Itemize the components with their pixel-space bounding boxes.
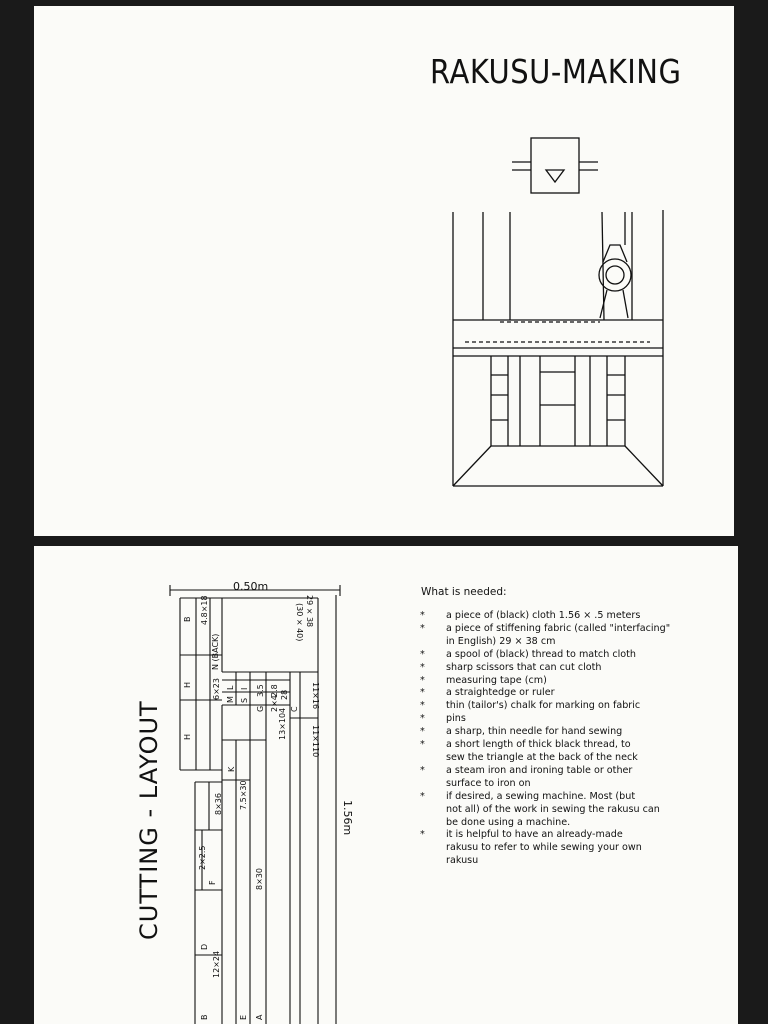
bullet-icon: *: [420, 739, 425, 751]
piece-n-back: N (BACK): [211, 634, 220, 670]
piece-misc: 8×30: [255, 868, 264, 890]
bullet-icon: *: [420, 829, 425, 841]
bullet-icon: *: [420, 661, 425, 673]
needs-list-line: a sharp, thin needle for hand sewing: [446, 726, 623, 738]
needs-list-line: thin (tailor's) chalk for marking on fab…: [446, 700, 641, 712]
needs-list-item: * a sharp, thin needle for hand sewing: [420, 726, 720, 739]
bullet-icon: *: [420, 610, 425, 621]
needs-list-line: a steam iron and ironing table or other: [446, 764, 633, 776]
needs-list-line: a straightedge or ruler: [446, 687, 555, 699]
needs-list-item: * sharp scissors that can cut cloth: [420, 662, 720, 675]
small-size-4: 28: [280, 690, 289, 700]
piece-j-size: 12×24: [212, 951, 221, 978]
vertical-size-3: 7.5×30: [239, 780, 248, 810]
width-label: 0.50m: [233, 580, 268, 593]
piece-k: K: [227, 766, 236, 772]
needs-list-line: a spool of (black) thread to match cloth: [446, 648, 636, 660]
piece-b-size: 4.8×18: [200, 595, 209, 625]
needs-list-line: sew the triangle at the back of the neck: [446, 751, 638, 763]
small-size-2: 2.8: [270, 684, 279, 697]
needs-list-line: rakusu to refer to while sewing your own: [446, 842, 642, 854]
needs-list-item: * a piece of stiffening fabric (called "i…: [420, 623, 720, 649]
needs-list-item: * a steam iron and ironing table or other…: [420, 765, 720, 791]
bullet-icon: *: [420, 713, 425, 725]
cutting-layout-diagram: [169, 585, 341, 1024]
piece-b-bottom: B: [200, 1015, 209, 1021]
small-letter-m: M: [226, 696, 235, 703]
piece-c: C: [290, 706, 299, 712]
needs-list-line: be done using a machine.: [446, 816, 571, 828]
needs-list-line: not all) of the work in sewing the rakus…: [446, 803, 660, 815]
needs-list-line: a piece of stiffening fabric (called "in…: [446, 622, 671, 634]
piece-f: F: [208, 880, 217, 885]
needs-list-item: * a spool of (black) thread to match clot…: [420, 649, 720, 662]
needs-list-line: rakusu: [446, 855, 479, 867]
ring-icon: [598, 258, 632, 292]
vertical-size-1: 11×110: [311, 725, 320, 757]
needs-heading: What is needed:: [421, 586, 507, 598]
needs-list-line: it is helpful to have an already-made: [446, 829, 623, 841]
piece-b-top: B: [183, 617, 192, 623]
needs-list-line: sharp scissors that can cut cloth: [446, 661, 602, 673]
piece-d: D: [200, 944, 209, 950]
needs-list-line: surface to iron on: [446, 777, 531, 789]
needs-list-line: if desired, a sewing machine. Most (but: [446, 790, 636, 802]
needs-list-item: * if desired, a sewing machine. Most (but…: [420, 791, 720, 830]
small-letter-i: I: [240, 688, 249, 690]
bullet-icon: *: [420, 700, 425, 712]
bullet-icon: *: [420, 674, 425, 686]
top-page: [34, 6, 734, 536]
bullet-icon: *: [420, 648, 425, 660]
needs-list-line: pins: [446, 713, 466, 725]
bullet-icon: *: [420, 622, 425, 634]
bullet-icon: *: [420, 764, 425, 776]
needs-list-item: * a piece of (black) cloth 1.56 × .5 mete…: [420, 610, 720, 623]
length-label: 1.56m: [341, 800, 354, 835]
piece-a: A: [255, 1014, 264, 1020]
piece-x-size: 2×2.5: [198, 845, 207, 870]
needs-list-item: * measuring tape (cm): [420, 675, 720, 688]
needs-list: * a piece of (black) cloth 1.56 × .5 mete…: [420, 610, 720, 868]
back-size: (30 × 40): [295, 603, 304, 641]
page-title: RAKUSU-MAKING: [430, 52, 682, 92]
small-size-3: 2×4: [270, 695, 279, 712]
needs-list-line: a piece of (black) cloth 1.56 × .5 meter…: [446, 610, 641, 621]
needs-list-item: * a short length of thick black thread, t…: [420, 739, 720, 765]
cutting-layout-title: CUTTING - LAYOUT: [135, 700, 163, 940]
bullet-icon: *: [420, 726, 425, 738]
piece-h-size: 6×23: [212, 678, 221, 700]
needs-list-item: * thin (tailor's) chalk for marking on fa…: [420, 700, 720, 713]
small-letter-g: G: [256, 706, 265, 712]
small-letter-s: S: [240, 698, 249, 703]
vertical-size-2: 13×104: [278, 708, 287, 740]
needs-list-item: * a straightedge or ruler: [420, 687, 720, 700]
bullet-icon: *: [420, 687, 425, 699]
needs-list-line: in English) 29 × 38 cm: [446, 635, 556, 647]
vertical-size-4: 8×36: [214, 793, 223, 815]
piece-o-size: 11×16: [311, 682, 320, 709]
piece-e: E: [239, 1015, 248, 1020]
needs-list-line: a short length of thick black thread, to: [446, 739, 631, 751]
needs-list-line: measuring tape (cm): [446, 674, 547, 686]
piece-h: H: [183, 682, 192, 688]
piece-h2: H: [183, 734, 192, 740]
triangle-icon: [544, 169, 566, 184]
small-size-1: 3.5: [256, 684, 265, 697]
bullet-icon: *: [420, 790, 425, 802]
small-letter-l: L: [226, 685, 235, 690]
back-size-2: 29 × 38: [305, 595, 314, 627]
needs-list-item: * pins: [420, 713, 720, 726]
rakusu-ring-box: [530, 137, 580, 194]
